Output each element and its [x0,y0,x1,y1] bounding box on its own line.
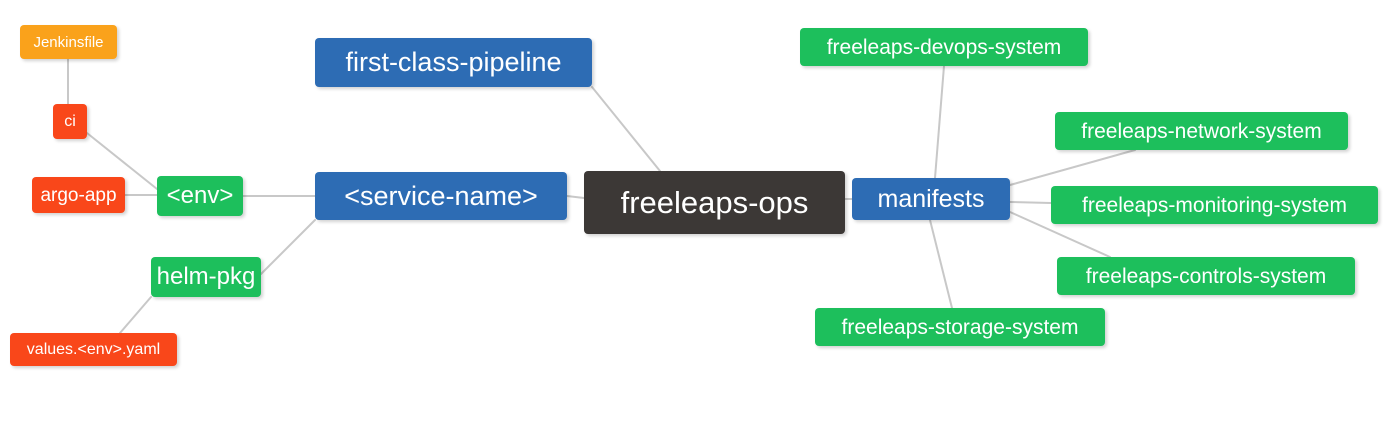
node-label: freeleaps-ops [620,185,809,220]
mindmap-node-ci[interactable]: ci [53,104,87,139]
node-label: freeleaps-monitoring-system [1082,193,1347,217]
mindmap-node-values-yaml[interactable]: values.<env>.yaml [10,333,177,366]
edge-service-name-to-freeleaps-ops [566,195,585,199]
mindmap-node-env[interactable]: <env> [157,176,243,216]
mindmap-node-freeleaps-ops[interactable]: freeleaps-ops [584,171,845,234]
node-label: argo-app [40,184,117,206]
edge-manifests-to-monitoring [1009,201,1052,204]
mindmap-node-argo-app[interactable]: argo-app [32,177,125,213]
mindmap-node-helm-pkg[interactable]: helm-pkg [151,257,261,297]
edge-first-class-to-freeleaps-ops [591,86,661,172]
node-label: helm-pkg [156,263,256,290]
mindmap-node-network[interactable]: freeleaps-network-system [1055,112,1348,150]
node-label: freeleaps-network-system [1081,119,1322,143]
edge-service-name-to-helm-pkg [260,219,316,275]
node-label: values.<env>.yaml [26,340,161,358]
mindmap-node-service-name[interactable]: <service-name> [315,172,567,220]
edge-manifests-to-storage [929,219,953,309]
mindmap-node-monitoring[interactable]: freeleaps-monitoring-system [1051,186,1378,224]
edge-manifests-to-devops [934,65,945,179]
edge-helm-pkg-to-values-yaml [119,296,152,334]
mindmap-node-jenkinsfile[interactable]: Jenkinsfile [20,25,117,59]
mindmap-node-manifests[interactable]: manifests [852,178,1010,220]
node-label: first-class-pipeline [345,47,562,77]
node-label: manifests [877,184,985,213]
mindmap-node-storage[interactable]: freeleaps-storage-system [815,308,1105,346]
mindmap-node-controls[interactable]: freeleaps-controls-system [1057,257,1355,295]
node-label: ci [64,112,76,130]
edge-manifests-to-network [1009,149,1136,186]
node-label: Jenkinsfile [33,33,104,51]
mindmap-node-devops[interactable]: freeleaps-devops-system [800,28,1088,66]
node-label: freeleaps-storage-system [841,315,1079,339]
mindmap-node-first-class[interactable]: first-class-pipeline [315,38,592,87]
node-label: freeleaps-controls-system [1085,264,1327,288]
node-label: <env> [166,182,234,209]
node-label: <service-name> [344,180,538,211]
node-label: freeleaps-devops-system [826,35,1062,59]
